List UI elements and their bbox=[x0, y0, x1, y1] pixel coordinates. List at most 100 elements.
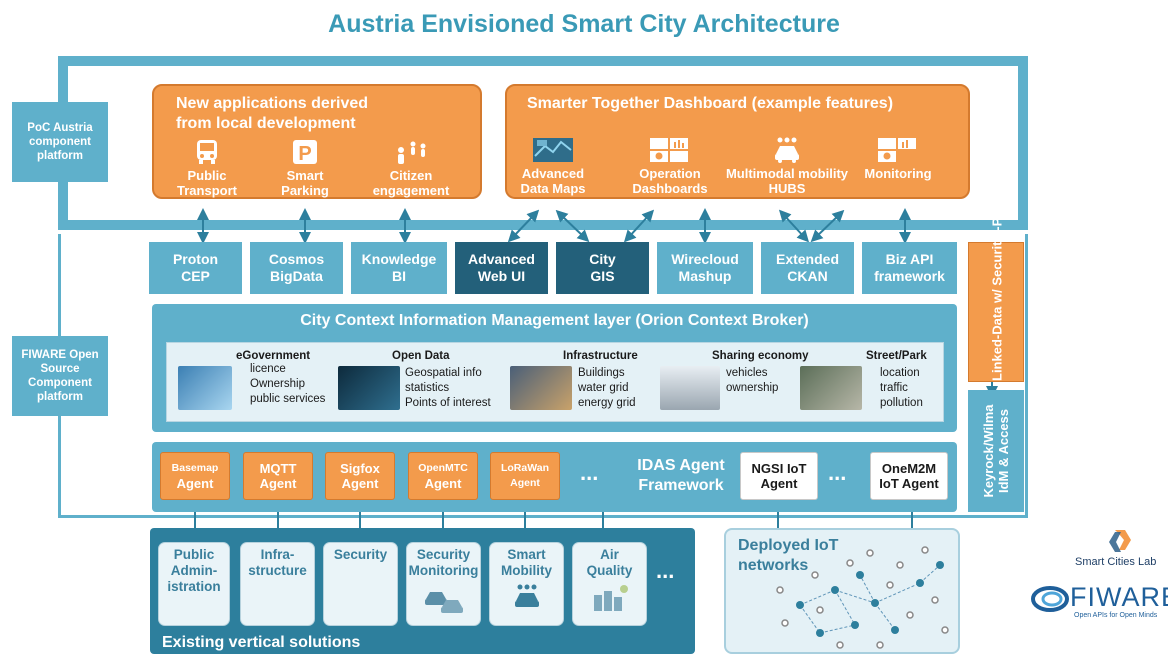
infra-water-grid: water grid bbox=[578, 382, 629, 394]
open-data-statistics: statistics bbox=[405, 382, 450, 394]
public-admin-line2: Admin- bbox=[170, 563, 218, 578]
multimodal-mobility-label1: Multimodal mobility bbox=[725, 166, 849, 181]
city-gis-line2: GIS bbox=[590, 268, 615, 284]
biz-api-line2: framework bbox=[874, 268, 945, 284]
open-data-heading: Open Data bbox=[392, 350, 450, 362]
local-apps-heading-line1: New applications derived bbox=[176, 95, 369, 112]
idas-ellipsis-right: ... bbox=[828, 460, 847, 485]
fiware-logo: FIWARE bbox=[1070, 582, 1168, 612]
verticals-ellipsis: ... bbox=[656, 558, 675, 583]
sigfox-line2: Agent bbox=[341, 476, 379, 491]
sharing-economy-heading: Sharing economy bbox=[712, 350, 809, 362]
security-monitoring-line1: Security bbox=[416, 547, 471, 562]
smart-mobility-line2: Mobility bbox=[501, 563, 552, 578]
verticals-caption: Existing vertical solutions bbox=[162, 634, 361, 651]
deployed-iot-panel bbox=[724, 528, 960, 654]
security-monitoring-vertical: Security Monitoring bbox=[406, 542, 481, 626]
multimodal-mobility-feature: Multimodal mobility HUBS bbox=[717, 136, 857, 196]
parking-icon: P bbox=[293, 140, 317, 165]
local-apps-heading-line2: from local development bbox=[176, 115, 356, 132]
infrastructure-group: Buildings water grid energy grid bbox=[578, 366, 636, 411]
open-data-poi: Points of interest bbox=[405, 397, 491, 409]
smart-cities-lab-logo-icon bbox=[1109, 530, 1131, 552]
knowledge-line1: Knowledge bbox=[361, 251, 437, 267]
security-line1: Security bbox=[333, 547, 388, 562]
fiware-platform-text: FIWARE Open Source Component platform bbox=[21, 349, 99, 403]
public-admin-line3: istration bbox=[167, 579, 221, 594]
egov-ownership: Ownership bbox=[250, 378, 305, 390]
data-maps-label1: Advanced bbox=[521, 166, 585, 181]
monitor-icon bbox=[878, 138, 916, 162]
idas-label-line2: Framework bbox=[638, 477, 724, 494]
egov-public-services: public services bbox=[250, 393, 326, 405]
fiware-platform-label: FIWARE Open Source Component platform bbox=[12, 336, 108, 416]
iot-network-graph bbox=[776, 546, 949, 649]
street-pollution: pollution bbox=[880, 397, 923, 409]
street-park-image bbox=[800, 366, 862, 410]
public-admin-line1: Public bbox=[173, 547, 215, 562]
onem2m-line1: OneM2M bbox=[881, 461, 937, 476]
infra-buildings: Buildings bbox=[578, 367, 625, 379]
linked-data-policy-bar: Linked-Data w/ Security -Policy bbox=[968, 188, 1024, 382]
knowledge-line2: BI bbox=[391, 268, 406, 284]
lorawan-line2: Agent bbox=[510, 477, 540, 489]
keyrock-text: Keyrock/Wilma IdM & Access bbox=[981, 404, 1011, 498]
egovernment-group: eGovernment licence Ownership public ser… bbox=[236, 350, 325, 407]
smart-parking-app: P Smart Parking bbox=[270, 138, 340, 198]
infrastructure-heading: Infrastructure bbox=[563, 350, 638, 362]
deployed-iot-line2: networks bbox=[738, 557, 809, 574]
infrastructure-image bbox=[510, 366, 572, 410]
open-data-image bbox=[338, 366, 400, 410]
mobility-car-icon bbox=[514, 584, 539, 607]
city-gis-line1: City bbox=[589, 251, 616, 267]
local-apps-box: New applications derived from local deve… bbox=[152, 84, 482, 199]
map-icon bbox=[533, 138, 573, 162]
advanced-data-maps-feature: Advanced Data Maps bbox=[517, 136, 589, 196]
web-ui-line2: Web UI bbox=[477, 268, 526, 284]
context-broker-title: City Context Information Management laye… bbox=[300, 312, 809, 329]
keyrock-idm-bar: Keyrock/Wilma IdM & Access bbox=[968, 390, 1024, 512]
page-title: Austria Envisioned Smart City Architectu… bbox=[328, 10, 840, 38]
sharing-vehicles: vehicles bbox=[726, 367, 768, 379]
svg-text:P: P bbox=[298, 143, 311, 165]
infrastructure-line1: Infra- bbox=[260, 547, 295, 562]
air-quality-line2: Quality bbox=[586, 563, 633, 578]
monitoring-label1: Monitoring bbox=[864, 166, 932, 181]
idas-ellipsis-left: ... bbox=[580, 460, 599, 485]
local-apps-heading: New applications derived from local deve… bbox=[176, 94, 368, 134]
fiware-swirl-icon bbox=[1031, 586, 1069, 612]
ckan-line1: Extended bbox=[775, 251, 839, 267]
smart-parking-label1: Smart bbox=[286, 168, 324, 183]
linked-data-text: Linked-Data w/ Security -Policy bbox=[989, 188, 1005, 381]
proton-cep-line2: CEP bbox=[181, 268, 210, 284]
street-park-heading: Street/Park bbox=[866, 350, 927, 362]
public-transport-label1: Public bbox=[187, 168, 227, 183]
ngsi-line1: NGSI IoT bbox=[751, 461, 807, 476]
operation-dashboards-label2: Dashboards bbox=[632, 181, 708, 196]
citizen-engagement-app: Citizen engagement bbox=[366, 138, 456, 198]
security-monitoring-line2: Monitoring bbox=[408, 563, 479, 578]
lorawan-line1: LoRaWan bbox=[500, 462, 550, 474]
wirecloud-line1: Wirecloud bbox=[671, 251, 739, 267]
cosmos-line2: BigData bbox=[270, 268, 323, 284]
citizen-engagement-label1: Citizen bbox=[389, 168, 433, 183]
openmtc-line1: OpenMTC bbox=[418, 462, 468, 474]
cosmos-line1: Cosmos bbox=[268, 251, 325, 267]
basemap-line1: Basemap bbox=[171, 462, 219, 474]
openmtc-line2: Agent bbox=[424, 476, 462, 491]
car-icon bbox=[775, 137, 799, 163]
egovernment-heading: eGovernment bbox=[236, 350, 311, 362]
citizen-engagement-label2: engagement bbox=[372, 183, 450, 198]
openmtc-agent: OpenMTC Agent bbox=[408, 452, 478, 500]
public-transport-label2: Transport bbox=[177, 183, 237, 198]
onem2m-line2: IoT Agent bbox=[879, 476, 939, 491]
